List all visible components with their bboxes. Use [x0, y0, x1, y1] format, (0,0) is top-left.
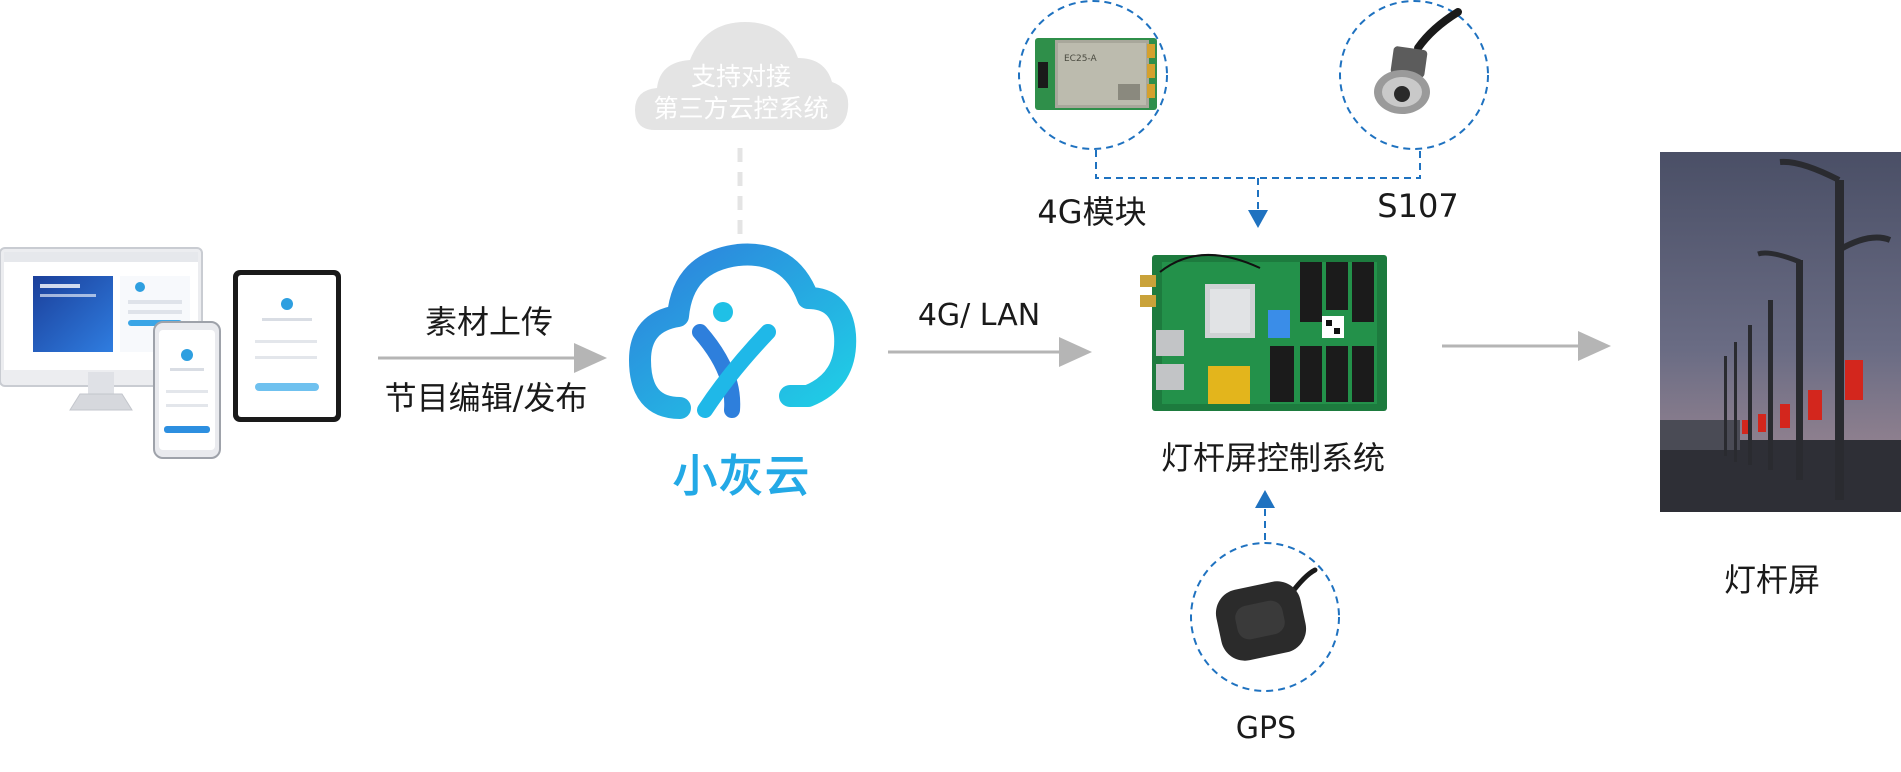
phone-icon [153, 321, 221, 459]
upload-label: 素材上传 [424, 303, 554, 341]
gps-circle [1190, 542, 1340, 692]
module-4g-circle [1018, 0, 1168, 150]
street-light-photo [1660, 152, 1901, 512]
controller-label: 灯杆屏控制系统 [1160, 439, 1386, 477]
module-4g-label: 4G模块 [1037, 193, 1147, 231]
module-4g-chip-text: EC25-A [1064, 54, 1097, 64]
modules-connector [1095, 150, 1421, 228]
cloud-bubble-line2: 第三方云控系统 [653, 94, 829, 123]
third-party-cloud-shape [635, 22, 849, 130]
controller-board [1140, 253, 1387, 411]
tablet-icon [233, 270, 341, 422]
network-label: 4G/ LAN [917, 298, 1041, 333]
gps-label: GPS [1235, 711, 1297, 746]
brand-cloud-logo [629, 243, 857, 419]
devices-illustration [0, 247, 341, 459]
display-label: 灯杆屏 [1723, 561, 1821, 599]
publish-label: 节目编辑/发布 [384, 379, 588, 417]
module-s107-label: S107 [1377, 187, 1459, 225]
platform-name: 小灰云 [673, 451, 811, 502]
module-s107-circle [1339, 0, 1489, 150]
cloud-bubble-line1: 支持对接 [690, 62, 792, 91]
